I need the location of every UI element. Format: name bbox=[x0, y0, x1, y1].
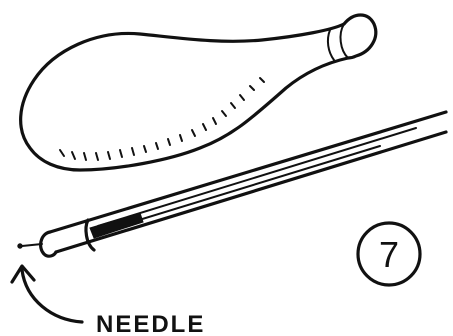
needle-point-dot bbox=[18, 244, 22, 248]
needle-pointer-arrow bbox=[12, 266, 82, 322]
balloon-neck-ring bbox=[341, 24, 348, 58]
balloon-outline bbox=[21, 24, 348, 170]
balloon-neck-ring-2 bbox=[328, 30, 334, 60]
step-number: 7 bbox=[379, 234, 399, 275]
step-badge: 7 bbox=[358, 223, 420, 285]
deflated-balloon bbox=[21, 15, 376, 170]
balloon-neck-end bbox=[344, 15, 376, 58]
needle-tip bbox=[18, 244, 42, 248]
needle-label: NEEDLE bbox=[96, 311, 205, 336]
needle-point bbox=[22, 244, 42, 246]
shaft-top-line bbox=[50, 112, 446, 232]
shaft-inner-line-1 bbox=[98, 128, 416, 226]
balloon-shading-dashes bbox=[60, 78, 264, 160]
